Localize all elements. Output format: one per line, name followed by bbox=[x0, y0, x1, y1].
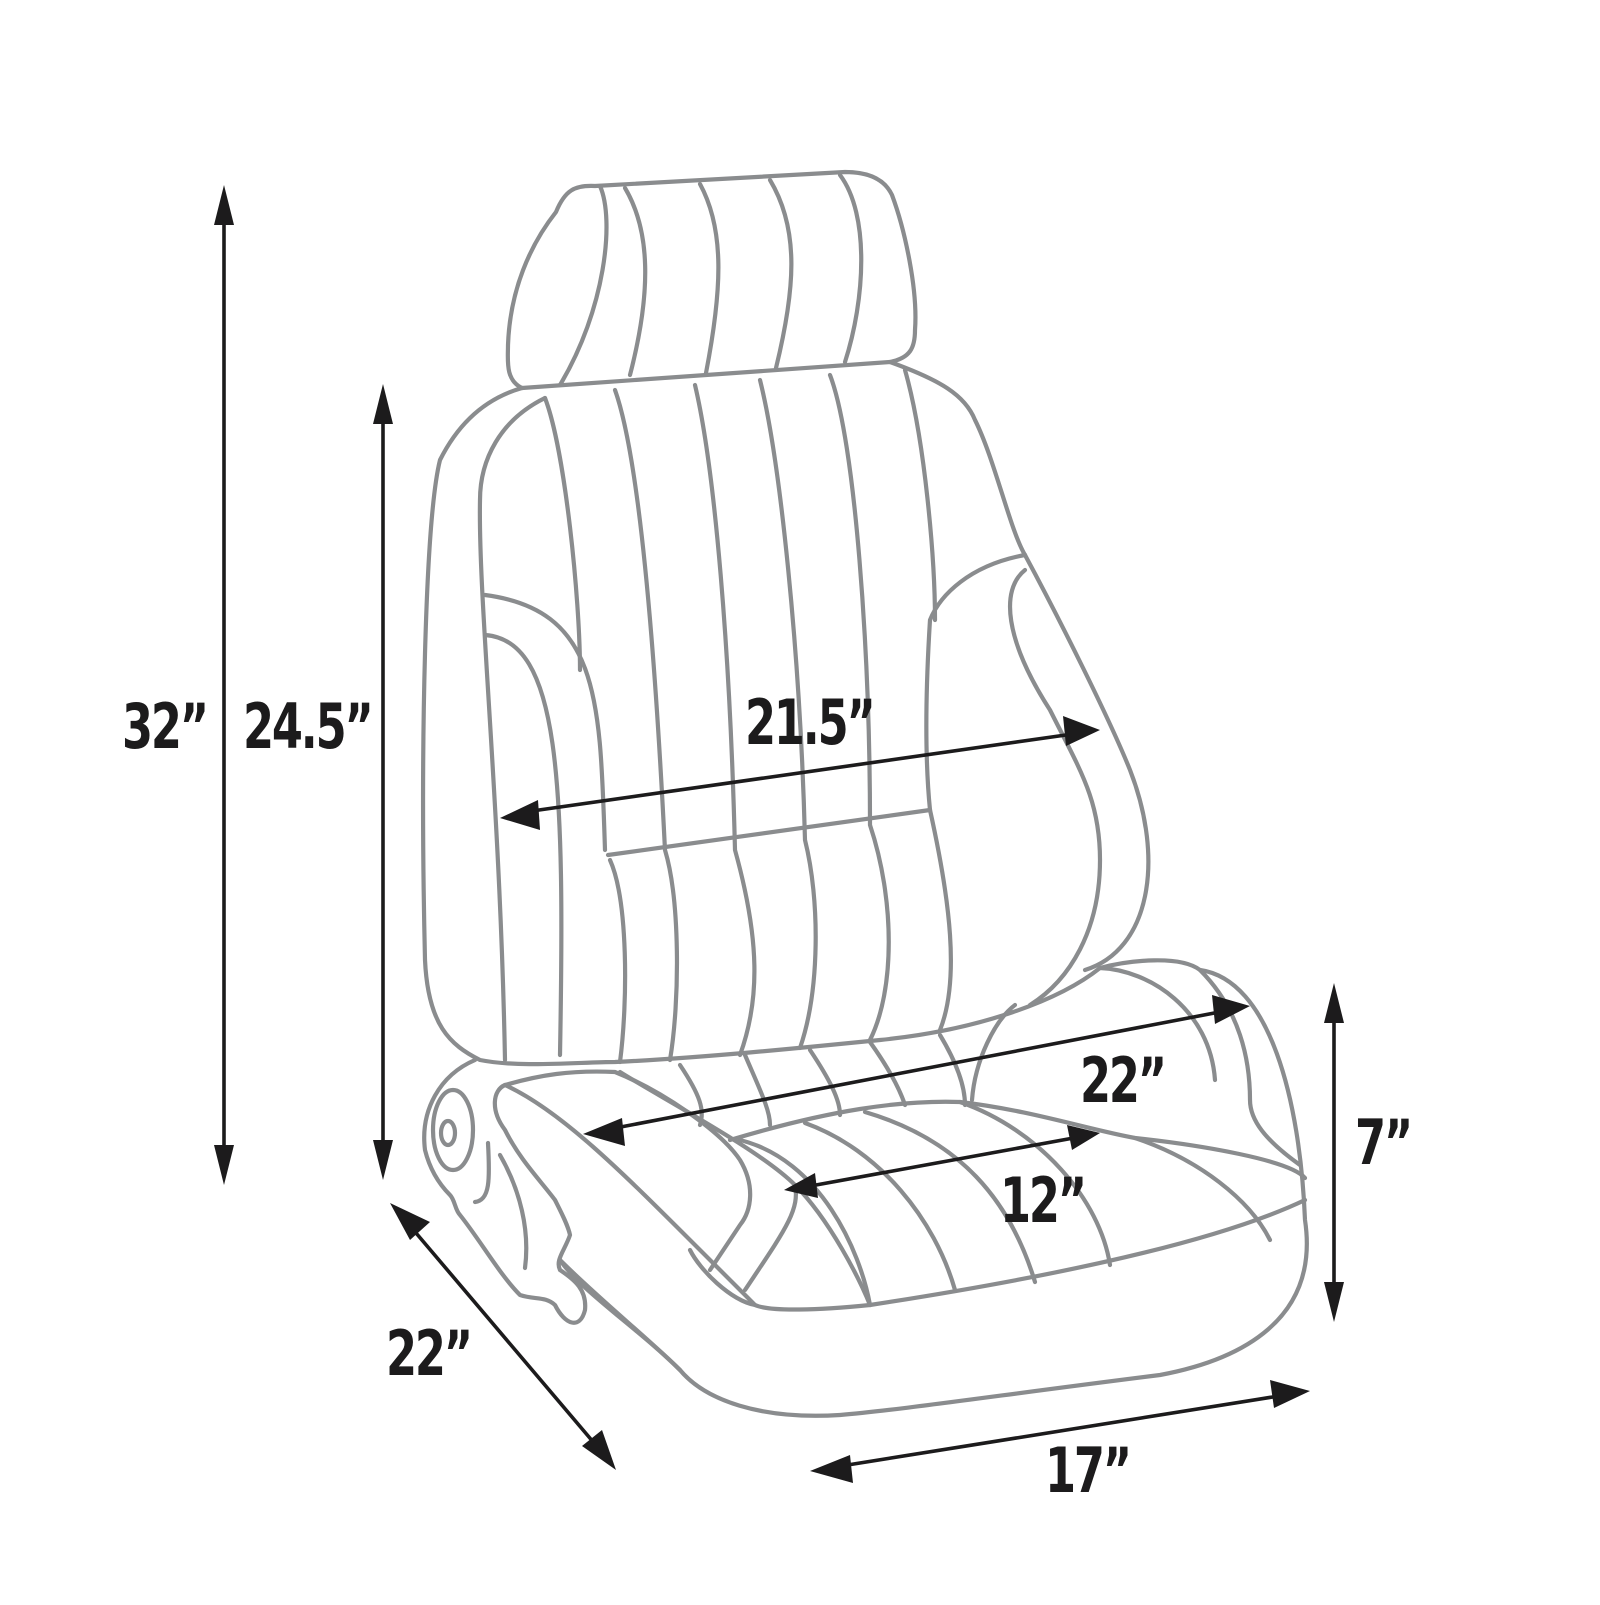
label-backrest-height: 24.5” bbox=[243, 690, 374, 763]
label-overall-height: 32” bbox=[122, 690, 209, 763]
dim-arrow-base-width bbox=[810, 1380, 1310, 1483]
dimension-arrows bbox=[214, 185, 1344, 1483]
dim-arrow-overall-height bbox=[214, 185, 234, 1185]
headrest bbox=[505, 169, 918, 391]
label-seat-width: 22” bbox=[1080, 1044, 1167, 1117]
dim-arrow-backrest-width bbox=[500, 716, 1100, 830]
label-base-width: 17” bbox=[1045, 1434, 1132, 1507]
label-cushion-depth: 12” bbox=[1000, 1164, 1087, 1237]
label-backrest-width: 21.5” bbox=[745, 686, 876, 759]
dim-arrow-backrest-height bbox=[373, 384, 393, 1180]
dim-arrow-cushion-height bbox=[1324, 983, 1344, 1322]
label-cushion-height: 7” bbox=[1355, 1106, 1413, 1179]
dim-arrow-cushion-depth bbox=[784, 1125, 1100, 1198]
seat-illustration bbox=[421, 169, 1309, 1418]
seat-base-side bbox=[422, 1057, 758, 1373]
label-overall-depth: 22” bbox=[386, 1317, 473, 1390]
dim-arrow-overall-depth bbox=[390, 1203, 616, 1470]
dim-arrow-seat-width bbox=[583, 995, 1250, 1146]
